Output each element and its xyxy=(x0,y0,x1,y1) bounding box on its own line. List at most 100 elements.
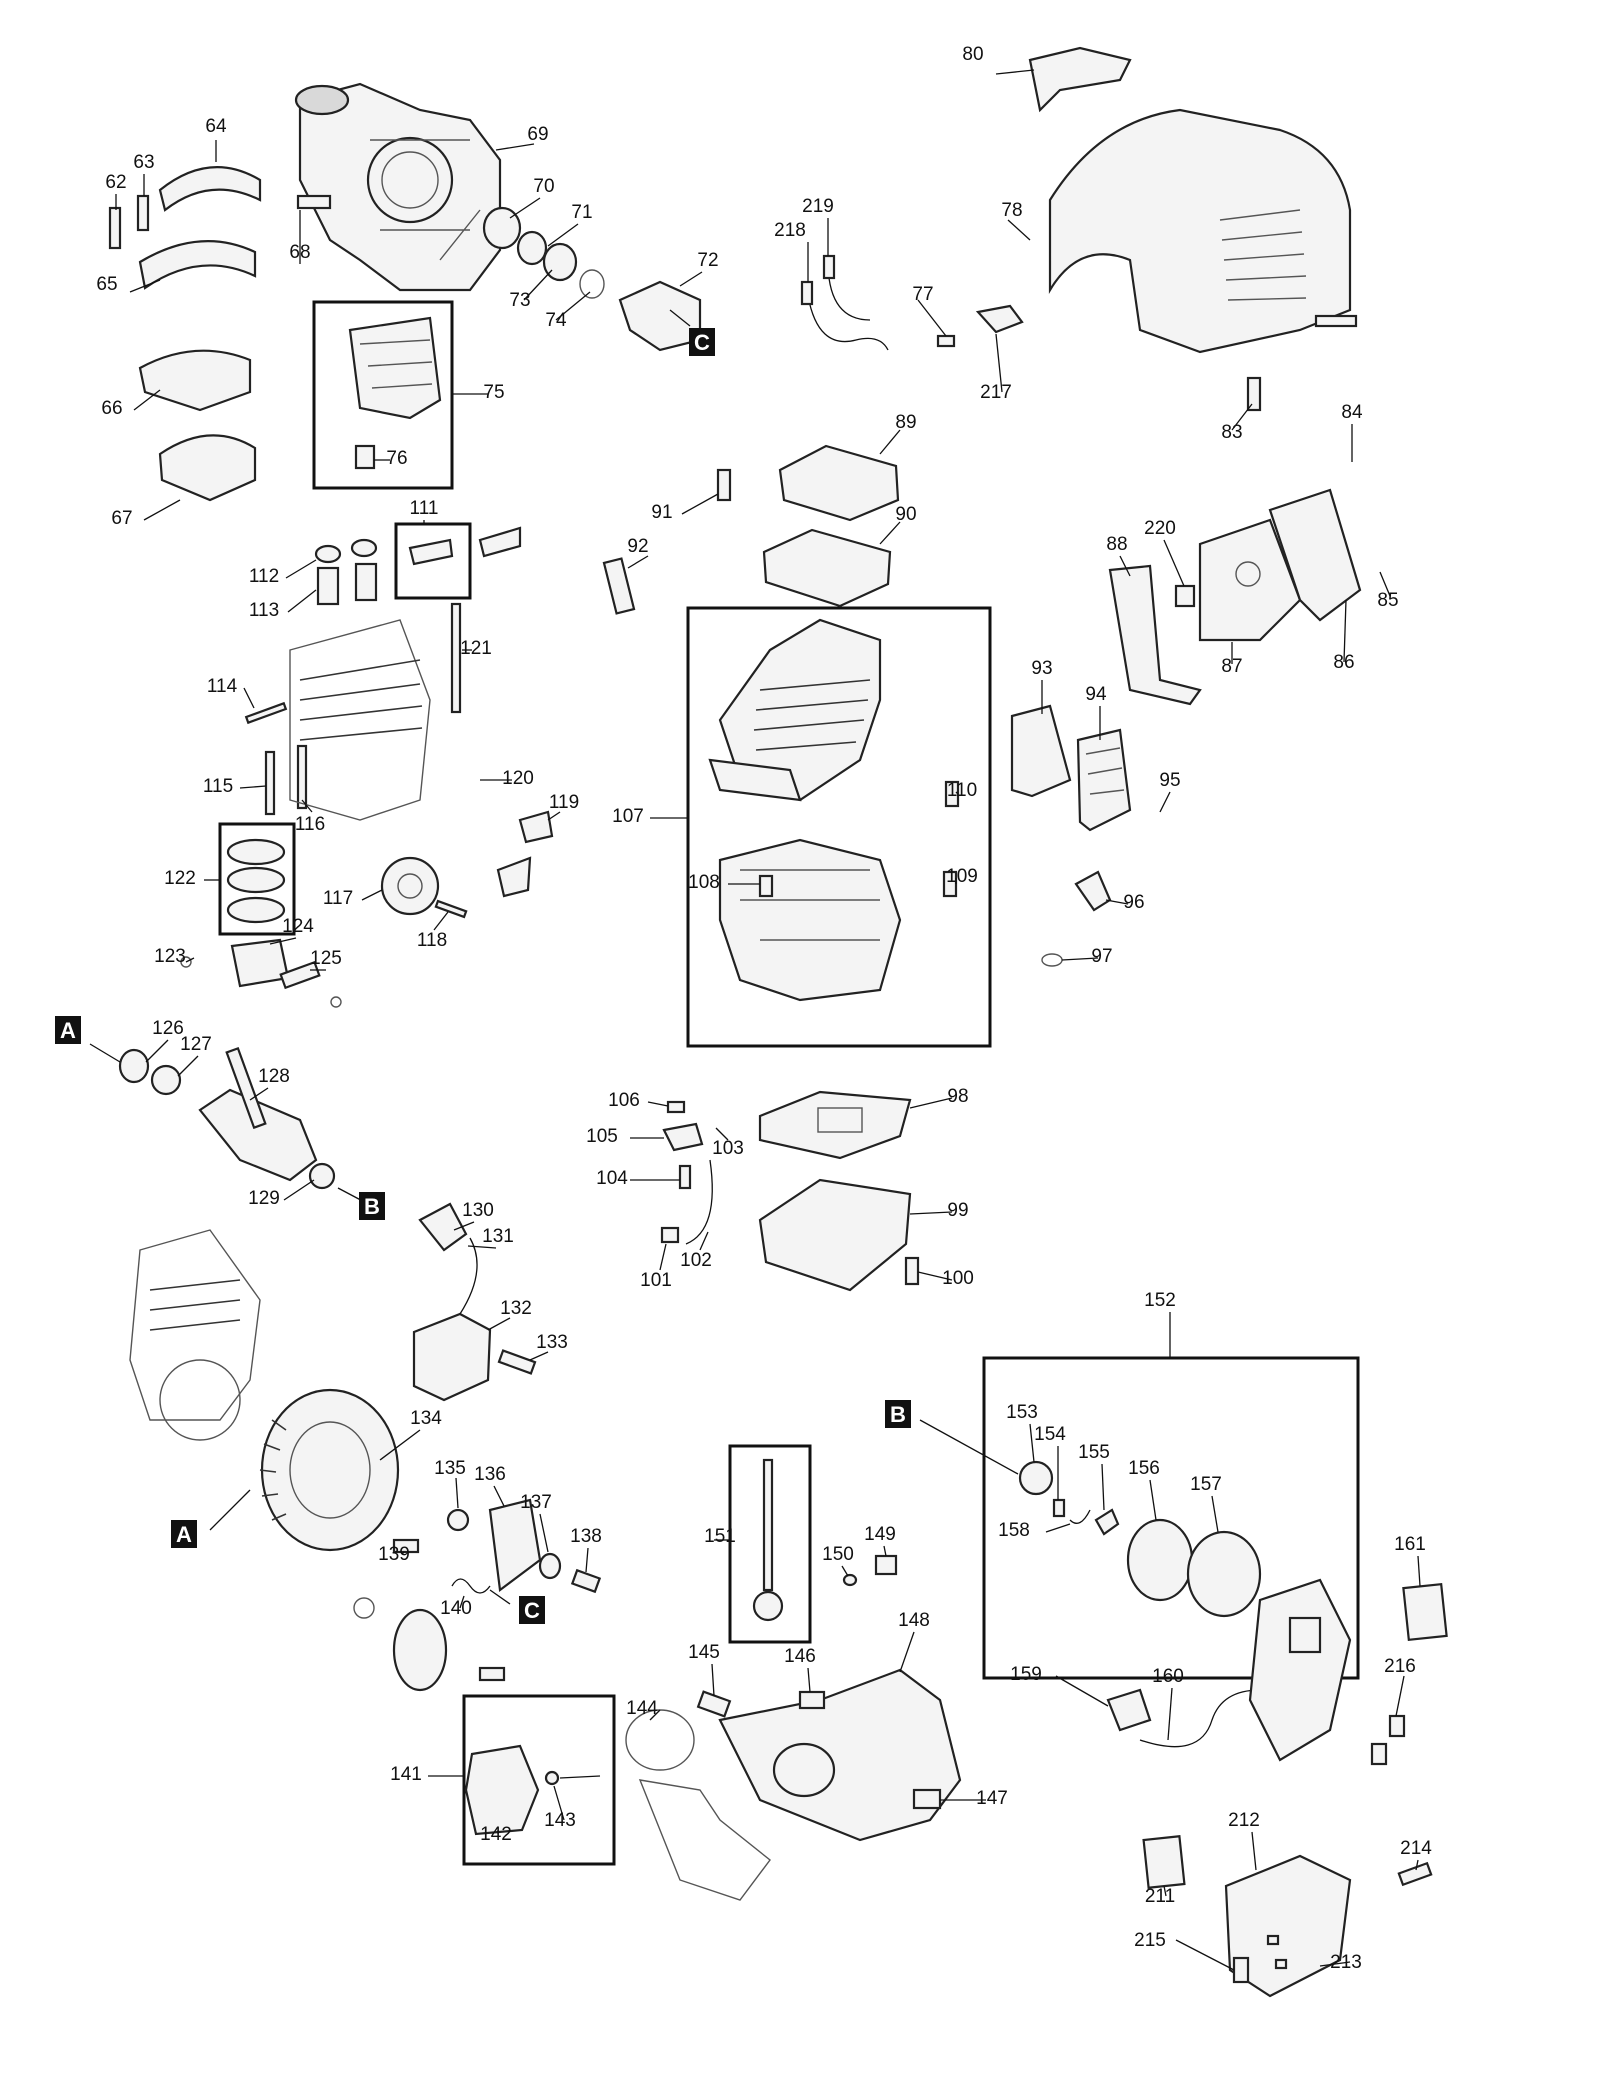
frame-75 xyxy=(312,300,454,490)
fuel-tank-148 xyxy=(625,1554,962,1901)
part-label-214: 214 xyxy=(1400,1838,1432,1859)
part-label-78: 78 xyxy=(1001,200,1022,221)
flywheel-134 xyxy=(259,1388,470,1552)
part-label-69: 69 xyxy=(527,124,548,145)
part-label-70: 70 xyxy=(533,176,554,197)
marker-letter: A xyxy=(60,1018,76,1043)
piston-124 xyxy=(180,938,342,1008)
marker-letter: C xyxy=(694,330,710,355)
crankcase-cover-group xyxy=(294,82,502,292)
cylinder-head-ghost xyxy=(289,619,431,821)
part-label-84: 84 xyxy=(1341,402,1363,423)
part-label-151: 151 xyxy=(704,1526,736,1547)
engine-cover-78 xyxy=(1028,46,1352,354)
part-label-120: 120 xyxy=(502,768,534,789)
part-label-139: 139 xyxy=(378,1544,410,1565)
marker-a-2: A xyxy=(171,1520,197,1548)
part-label-125: 125 xyxy=(310,948,342,969)
marker-b-5: B xyxy=(885,1400,911,1428)
part-label-157: 157 xyxy=(1190,1474,1222,1495)
part-label-130: 130 xyxy=(462,1200,494,1221)
marker-c-3: C xyxy=(519,1596,545,1624)
frame-107 xyxy=(686,606,992,1048)
part-label-143: 143 xyxy=(544,1810,576,1831)
part-label-65: 65 xyxy=(96,274,117,295)
part-label-66: 66 xyxy=(101,398,122,419)
part-label-215: 215 xyxy=(1134,1930,1166,1951)
part-label-75: 75 xyxy=(483,382,504,403)
part-label-114: 114 xyxy=(207,676,238,697)
part-label-122: 122 xyxy=(164,868,196,889)
part-label-73: 73 xyxy=(509,290,530,311)
cam-gear-117 xyxy=(380,810,554,919)
part-number-labels: 6263646566676869707172737475767778808384… xyxy=(96,44,1432,1973)
part-label-101: 101 xyxy=(640,1270,672,1291)
part-label-91: 91 xyxy=(651,502,672,523)
oil-pan-98-99 xyxy=(758,1090,920,1292)
part-label-115: 115 xyxy=(203,776,233,797)
part-label-213: 213 xyxy=(1330,1952,1362,1973)
part-label-109: 109 xyxy=(946,866,978,887)
marker-a-0: A xyxy=(55,1016,81,1044)
valve-train xyxy=(244,526,522,816)
part-label-152: 152 xyxy=(1144,1290,1176,1311)
part-label-103: 103 xyxy=(712,1138,744,1159)
part-label-74: 74 xyxy=(545,310,567,331)
part-label-116: 116 xyxy=(295,814,325,835)
part-label-153: 153 xyxy=(1006,1402,1038,1423)
part-label-145: 145 xyxy=(688,1642,720,1663)
part-label-111: 111 xyxy=(410,498,439,519)
part-label-83: 83 xyxy=(1221,422,1242,443)
marker-box xyxy=(689,328,715,356)
part-label-137: 137 xyxy=(520,1492,552,1513)
wire-218-219 xyxy=(800,254,889,351)
part-label-87: 87 xyxy=(1221,656,1242,677)
part-label-96: 96 xyxy=(1123,892,1144,913)
part-label-88: 88 xyxy=(1106,534,1127,555)
marker-letter: C xyxy=(524,1598,540,1623)
part-label-89: 89 xyxy=(895,412,916,433)
part-label-158: 158 xyxy=(998,1520,1030,1541)
part-label-219: 219 xyxy=(802,196,834,217)
part-label-134: 134 xyxy=(410,1408,442,1429)
part-label-161: 161 xyxy=(1394,1534,1426,1555)
muffler-84-88 xyxy=(1108,488,1362,706)
part-label-117: 117 xyxy=(323,888,353,909)
part-label-110: 110 xyxy=(947,780,977,801)
crankshaft-128 xyxy=(118,1046,336,1190)
marker-box xyxy=(171,1520,197,1548)
part-label-147: 147 xyxy=(976,1788,1008,1809)
frame-151 xyxy=(728,1444,812,1644)
part-label-102: 102 xyxy=(680,1250,712,1271)
part-label-97: 97 xyxy=(1091,946,1112,967)
part-label-108: 108 xyxy=(688,872,720,893)
part-label-149: 149 xyxy=(864,1524,896,1545)
part-label-94: 94 xyxy=(1085,684,1107,705)
part-label-76: 76 xyxy=(386,448,407,469)
spark-plug-92 xyxy=(602,557,636,615)
part-label-132: 132 xyxy=(500,1298,532,1319)
leader-lines xyxy=(89,69,1421,1971)
bearings-clutch-drum xyxy=(296,194,702,352)
part-label-159: 159 xyxy=(1010,1664,1042,1685)
part-label-119: 119 xyxy=(549,792,579,813)
frame-111 xyxy=(394,522,472,600)
part-label-135: 135 xyxy=(434,1458,466,1479)
part-label-136: 136 xyxy=(474,1464,506,1485)
frame-152 xyxy=(982,1356,1360,1680)
part-label-138: 138 xyxy=(570,1526,602,1547)
air-duct-75 xyxy=(348,316,442,470)
part-label-128: 128 xyxy=(258,1066,290,1087)
part-label-150: 150 xyxy=(822,1544,854,1565)
part-label-95: 95 xyxy=(1159,770,1180,791)
marker-box xyxy=(885,1400,911,1428)
part-label-85: 85 xyxy=(1377,590,1398,611)
marker-box xyxy=(55,1016,81,1044)
small-parts-101-106 xyxy=(660,1100,713,1245)
gaskets-93-94 xyxy=(1010,704,1132,832)
part-label-106: 106 xyxy=(608,1090,640,1111)
piston-rings-122 xyxy=(226,838,286,924)
clutch-136-140 xyxy=(353,1498,602,1692)
part-label-126: 126 xyxy=(152,1018,184,1039)
